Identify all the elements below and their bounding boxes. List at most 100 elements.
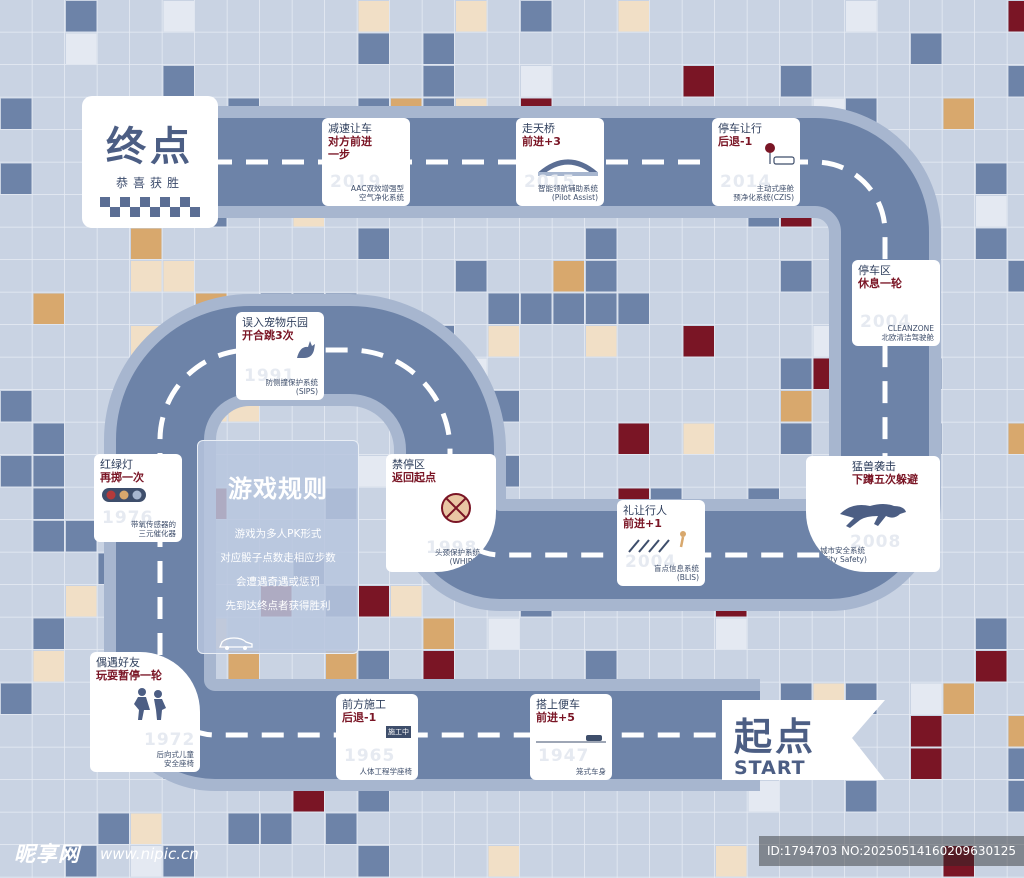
- decor-tile: [488, 326, 519, 357]
- card-system: 带氧传感器的三元催化器: [131, 520, 176, 538]
- card-event: 偶遇好友: [96, 656, 140, 669]
- card-effect: 开合跳3次: [242, 329, 294, 342]
- decor-tile: [521, 66, 552, 97]
- rules-line-1: 游戏为多人PK形式: [234, 528, 322, 540]
- decor-tile: [33, 456, 64, 487]
- decor-tile: [521, 293, 552, 324]
- decor-tile: [358, 586, 389, 617]
- start-banner: [722, 700, 885, 780]
- card-effect: 前进+1: [623, 517, 662, 530]
- card-event: 猛兽袭击: [852, 460, 896, 473]
- decor-tile: [66, 586, 97, 617]
- decor-tile: [163, 261, 194, 292]
- decor-tile: [781, 66, 812, 97]
- bridge-icon: [538, 159, 598, 176]
- panther-icon: [840, 504, 906, 528]
- decor-tile: [131, 846, 162, 877]
- decor-tile: [618, 293, 649, 324]
- card-system: 城市安全系统(City Safety): [820, 546, 867, 564]
- decor-tile: [456, 261, 487, 292]
- card-citysafety[interactable]: 猛兽袭击 下蹲五次躲避 2008 城市安全系统(City Safety): [806, 456, 940, 572]
- decor-tile: [1008, 261, 1024, 292]
- decor-tile: [683, 423, 714, 454]
- decor-tile: [358, 1, 389, 32]
- decor-tile: [131, 228, 162, 259]
- decor-tile: [781, 423, 812, 454]
- card-ergo[interactable]: 前方施工 后退-1 施工中 1965 人体工程学座椅: [336, 694, 418, 780]
- decor-tile: [488, 618, 519, 649]
- decor-tile: [33, 293, 64, 324]
- decor-tile: [423, 33, 454, 64]
- decor-tile: [586, 228, 617, 259]
- decor-tile: [553, 293, 584, 324]
- checkered-flag-icon: [100, 197, 200, 217]
- decor-tile: [423, 651, 454, 682]
- card-system: 后向式儿童安全座椅: [156, 750, 195, 768]
- card-event: 误入宠物乐园: [242, 316, 308, 329]
- decor-tile: [911, 683, 942, 714]
- card-system: 主动式座舱预净化系统(CZIS): [733, 184, 794, 202]
- rules-line-2: 对应骰子点数走相应步数: [220, 552, 336, 564]
- card-year: 2008: [850, 532, 902, 552]
- card-cage[interactable]: 搭上便车 前进+5 1947 笼式车身: [530, 694, 612, 780]
- card-event: 红绿灯: [100, 458, 133, 471]
- lane-markings: [157, 159, 888, 738]
- card-czis[interactable]: 停车让行 后退-1 2014 主动式座舱预净化系统(CZIS): [712, 118, 800, 206]
- decor-tile: [586, 326, 617, 357]
- decor-tile: [98, 813, 129, 844]
- card-system: 智能领航辅助系统(Pilot Assist): [538, 184, 598, 202]
- card-blis[interactable]: 礼让行人 前进+1 2004 盲点信息系统(BLIS): [617, 500, 705, 586]
- card-whips[interactable]: 禁停区 返回起点 1998 头颈保护系统(WHIPS): [386, 454, 496, 572]
- rules-title: 游戏规则: [228, 475, 328, 503]
- card-event: 走天桥: [522, 122, 555, 135]
- card-event: 减速让车: [328, 122, 372, 135]
- decor-tile: [976, 651, 1007, 682]
- card-effect: 返回起点: [392, 471, 436, 484]
- decor-tile: [163, 846, 194, 877]
- decor-tile: [943, 846, 974, 877]
- decor-tile: [846, 781, 877, 812]
- decor-tile: [1, 456, 32, 487]
- card-effect: 再掷一次: [100, 471, 144, 484]
- card-aac[interactable]: 减速让车 对方前进 一步 2019 AAC双效增强型空气净化系统: [322, 118, 410, 206]
- card-year: 2014: [720, 172, 772, 192]
- card-year: 1947: [538, 746, 590, 766]
- decor-tile: [586, 651, 617, 682]
- card-year: 2019: [330, 172, 382, 192]
- decor-tile: [618, 423, 649, 454]
- decor-tile: [976, 196, 1007, 227]
- card-childseat[interactable]: 偶遇好友 玩耍暂停一轮 1972 后向式儿童安全座椅: [90, 652, 200, 772]
- car-road-icon: [536, 735, 606, 743]
- decor-tile: [781, 261, 812, 292]
- card-sips[interactable]: 误入宠物乐园 开合跳3次 1991 防侧撞保护系统(SIPS): [236, 312, 324, 400]
- card-event: 停车让行: [718, 122, 762, 135]
- image-id: ID:1794703 NO:20250514160209630125: [758, 836, 1024, 866]
- decor-tile: [66, 521, 97, 552]
- decor-tile: [228, 813, 259, 844]
- car-icon: [219, 637, 253, 650]
- decor-tile: [488, 293, 519, 324]
- decor-tile: [943, 683, 974, 714]
- decor-tile: [131, 813, 162, 844]
- decor-tile: [553, 261, 584, 292]
- decor-tile: [33, 651, 64, 682]
- card-pilot[interactable]: 走天桥 前进+3 2015 智能领航辅助系统(Pilot Assist): [516, 118, 604, 206]
- card-system: 防侧撞保护系统(SIPS): [265, 378, 319, 396]
- card-year: 1965: [344, 746, 396, 766]
- card-effect: 休息一轮: [858, 277, 902, 290]
- card-system: 笼式车身: [576, 767, 606, 776]
- card-effect: 玩耍暂停一轮: [96, 669, 162, 682]
- card-system: 头颈保护系统(WHIPS): [435, 548, 480, 566]
- decor-tile: [423, 618, 454, 649]
- card-effect: 前进+5: [536, 711, 575, 724]
- finish-title: 终点: [106, 124, 194, 170]
- card-catalyst[interactable]: 红绿灯 再掷一次 1976 带氧传感器的三元催化器: [94, 454, 182, 542]
- decor-tile: [1008, 423, 1024, 454]
- card-effect-2: 一步: [328, 148, 350, 161]
- decor-tile: [456, 1, 487, 32]
- card-effect: 后退-1: [342, 711, 377, 724]
- decor-tile: [683, 326, 714, 357]
- card-system: AAC双效增强型空气净化系统: [350, 184, 404, 202]
- decor-tile: [976, 228, 1007, 259]
